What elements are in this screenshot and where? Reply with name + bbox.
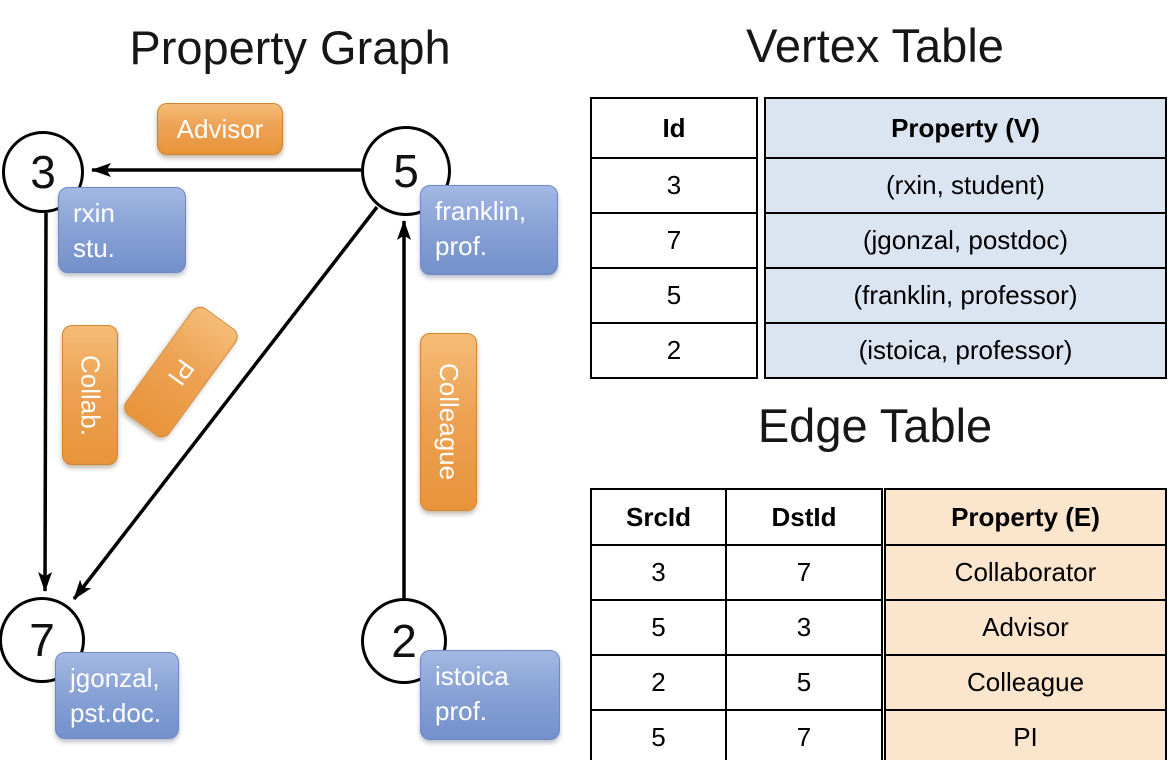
edge-table-title: Edge Table [757, 399, 993, 452]
edge-property-cell: Advisor [884, 599, 1167, 656]
vertex-property-cell: (istoica, professor) [764, 322, 1167, 379]
edge-dstid-cell: 3 [725, 599, 883, 656]
edge-label-collab: Collab. [62, 325, 118, 465]
vertex-node-5: 5 [361, 126, 451, 216]
edge-srcid-cell: 5 [590, 709, 727, 760]
vertex-id-cell: 2 [590, 322, 758, 379]
vertex-property-header: Property (V) [764, 97, 1167, 159]
edge-srcid-header: SrcId [590, 488, 727, 546]
vertex-table-title: Vertex Table [746, 19, 1004, 72]
vertex-id-header: Id [590, 97, 758, 159]
vertex-property-label-5: franklin, prof. [420, 185, 558, 275]
edge-dstid-cell: 5 [725, 654, 883, 711]
edge-dstid-cell: 7 [725, 709, 883, 760]
vertex-id-cell: 5 [590, 267, 758, 324]
vertex-property-cell: (franklin, professor) [764, 267, 1167, 324]
edge-property-cell: PI [884, 709, 1167, 760]
edge-dstid-header: DstId [725, 488, 883, 546]
vertex-property-cell: (rxin, student) [764, 157, 1167, 214]
edge-pi-5-to-7 [72, 205, 379, 601]
edge-property-cell: Collaborator [884, 544, 1167, 601]
edge-collaborator-3-to-7 [38, 212, 53, 592]
vertex-node-3-id: 3 [30, 146, 56, 198]
edge-srcid-cell: 5 [590, 599, 727, 656]
vertex-node-2: 2 [361, 598, 447, 684]
edge-property-table: Property (E) Collaborator Advisor Collea… [884, 488, 1167, 760]
edge-srcid-cell: 2 [590, 654, 727, 711]
vertex-property-label-2: istoica prof. [420, 650, 560, 740]
edge-label-colleague: Colleague [420, 333, 477, 511]
edge-src-dst-table: SrcId DstId 3 7 5 3 2 5 5 7 [590, 488, 883, 760]
vertex-id-cell: 7 [590, 212, 758, 269]
edge-label-advisor: Advisor [157, 103, 283, 155]
edge-dstid-cell: 7 [725, 544, 883, 601]
vertex-id-cell: 3 [590, 157, 758, 214]
vertex-property-cell: (jgonzal, postdoc) [764, 212, 1167, 269]
graph-edges-canvas [38, 163, 411, 601]
property-graph-title: Property Graph [129, 21, 451, 74]
vertex-id-table: Id 3 7 5 2 [590, 97, 758, 379]
vertex-node-7-id: 7 [29, 614, 55, 666]
edge-property-cell: Colleague [884, 654, 1167, 711]
vertex-node-5-id: 5 [393, 145, 419, 197]
vertex-property-table: Property (V) (rxin, student) (jgonzal, p… [764, 97, 1167, 379]
edge-property-header: Property (E) [884, 488, 1167, 546]
vertex-property-label-7: jgonzal, pst.doc. [55, 652, 179, 739]
vertex-node-2-id: 2 [391, 615, 417, 667]
vertex-property-label-3: rxin stu. [58, 187, 186, 273]
edge-srcid-cell: 3 [590, 544, 727, 601]
